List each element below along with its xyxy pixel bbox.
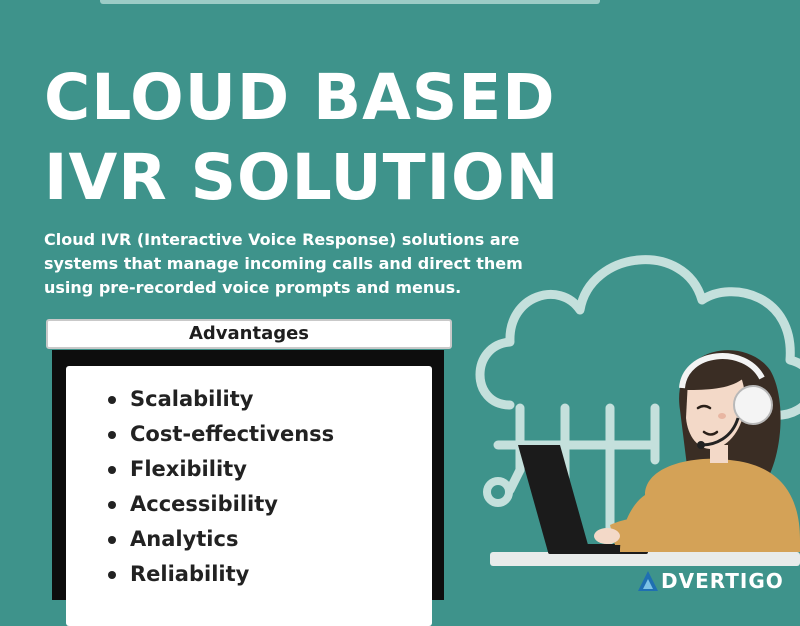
desk-icon (490, 552, 800, 566)
advantages-heading: Advantages (46, 319, 452, 349)
cloud-outline-icon (475, 255, 800, 420)
advantage-item: Cost-effectivenss (108, 417, 432, 452)
top-decor-strip (100, 0, 600, 4)
headset-icon (679, 353, 773, 449)
advantages-panel: Scalability Cost-effectivenss Flexibilit… (66, 366, 432, 626)
cloud-agent-illustration-icon (475, 255, 800, 566)
advantage-item: Accessibility (108, 487, 432, 522)
title-line-1: CLOUD BASED (44, 61, 556, 134)
watermark-text: DVERTIGO (661, 569, 784, 593)
advantage-item: Reliability (108, 557, 432, 592)
agent-icon (594, 350, 800, 552)
description: Cloud IVR (Interactive Voice Response) s… (44, 228, 524, 300)
page-title: CLOUD BASED IVR SOLUTION (44, 58, 559, 218)
advertigo-watermark: DVERTIGO (636, 568, 800, 594)
advantages-box: Scalability Cost-effectivenss Flexibilit… (52, 350, 444, 626)
description-line-3: using pre-recorded voice prompts and men… (44, 278, 462, 297)
connector-node-icon (483, 477, 513, 507)
description-line-2: systems that manage incoming calls and d… (44, 254, 523, 273)
advantage-item: Analytics (108, 522, 432, 557)
advantages-list: Scalability Cost-effectivenss Flexibilit… (66, 366, 432, 592)
advantage-item: Flexibility (108, 452, 432, 487)
advertigo-logo-icon (638, 571, 658, 591)
description-line-1: Cloud IVR (Interactive Voice Response) s… (44, 230, 520, 249)
title-line-2: IVR SOLUTION (44, 141, 560, 214)
advantage-item: Scalability (108, 382, 432, 417)
